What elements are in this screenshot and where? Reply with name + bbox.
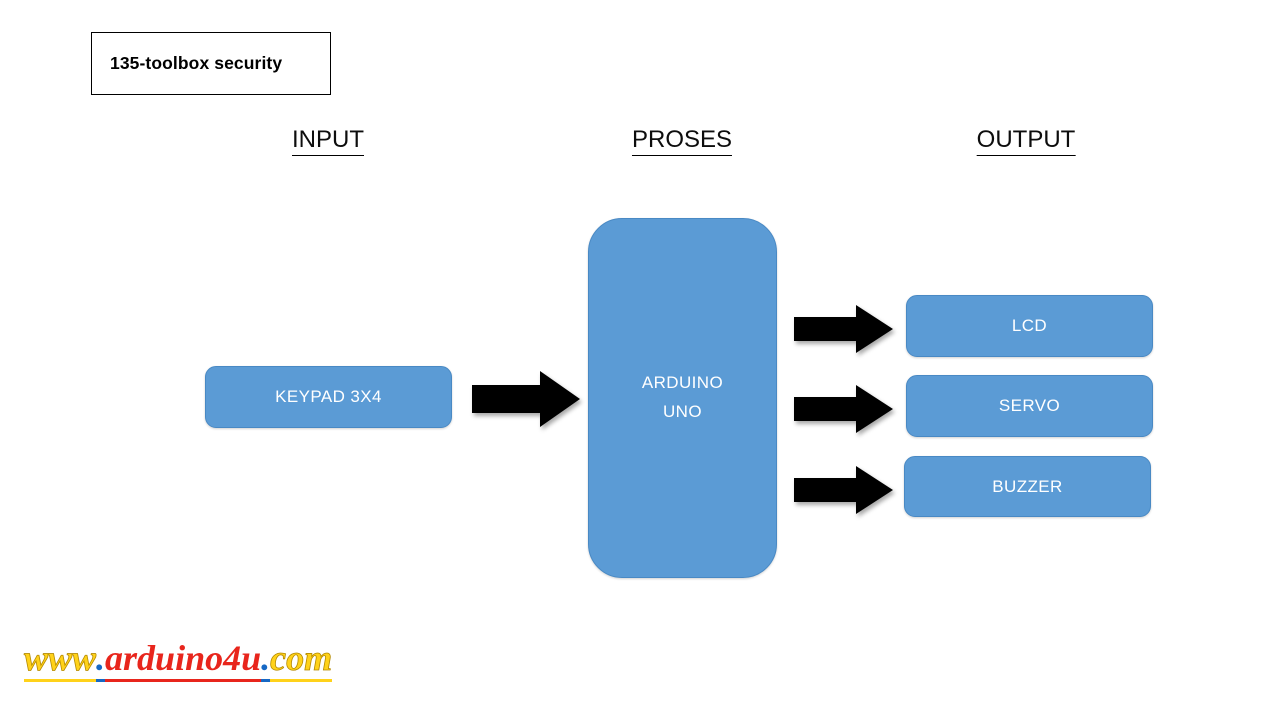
block-buzzer-label: BUZZER — [992, 476, 1063, 496]
block-arduino-uno-label: ARDUINO UNO — [642, 368, 723, 426]
watermark-www: www — [24, 640, 96, 682]
header-proses-label: PROSES — [631, 126, 733, 156]
block-lcd[interactable]: LCD — [906, 295, 1153, 357]
header-output: OUTPUT — [976, 126, 1076, 158]
arrow-arduino-to-buzzer — [794, 466, 893, 514]
block-servo[interactable]: SERVO — [906, 375, 1153, 437]
header-input: INPUT — [292, 126, 364, 158]
watermark-dot-1: . — [96, 640, 106, 682]
title-box: 135-toolbox security — [91, 32, 331, 95]
watermark-tld: com — [270, 640, 333, 682]
header-output-label: OUTPUT — [976, 126, 1076, 156]
header-proses: PROSES — [631, 126, 733, 158]
block-servo-label: SERVO — [998, 396, 1061, 415]
block-arduino-uno[interactable]: ARDUINO UNO — [588, 218, 777, 578]
arrow-arduino-to-servo — [794, 385, 893, 433]
watermark-domain: arduino4u — [105, 640, 262, 682]
header-input-label: INPUT — [292, 126, 364, 156]
watermark-arduino4u: www.arduino4u.com — [24, 640, 333, 682]
block-buzzer[interactable]: BUZZER — [904, 456, 1151, 517]
page-title: 135-toolbox security — [110, 53, 283, 73]
block-keypad[interactable]: KEYPAD 3X4 — [205, 366, 452, 428]
block-lcd-label: LCD — [1011, 316, 1048, 335]
watermark-dot-2: . — [261, 640, 271, 682]
block-arduino-line2: UNO — [663, 402, 702, 422]
arrow-arduino-to-lcd — [794, 305, 893, 353]
block-keypad-label: KEYPAD 3X4 — [275, 387, 382, 406]
block-arduino-line1: ARDUINO — [641, 373, 724, 392]
arrow-keypad-to-arduino — [472, 371, 580, 427]
